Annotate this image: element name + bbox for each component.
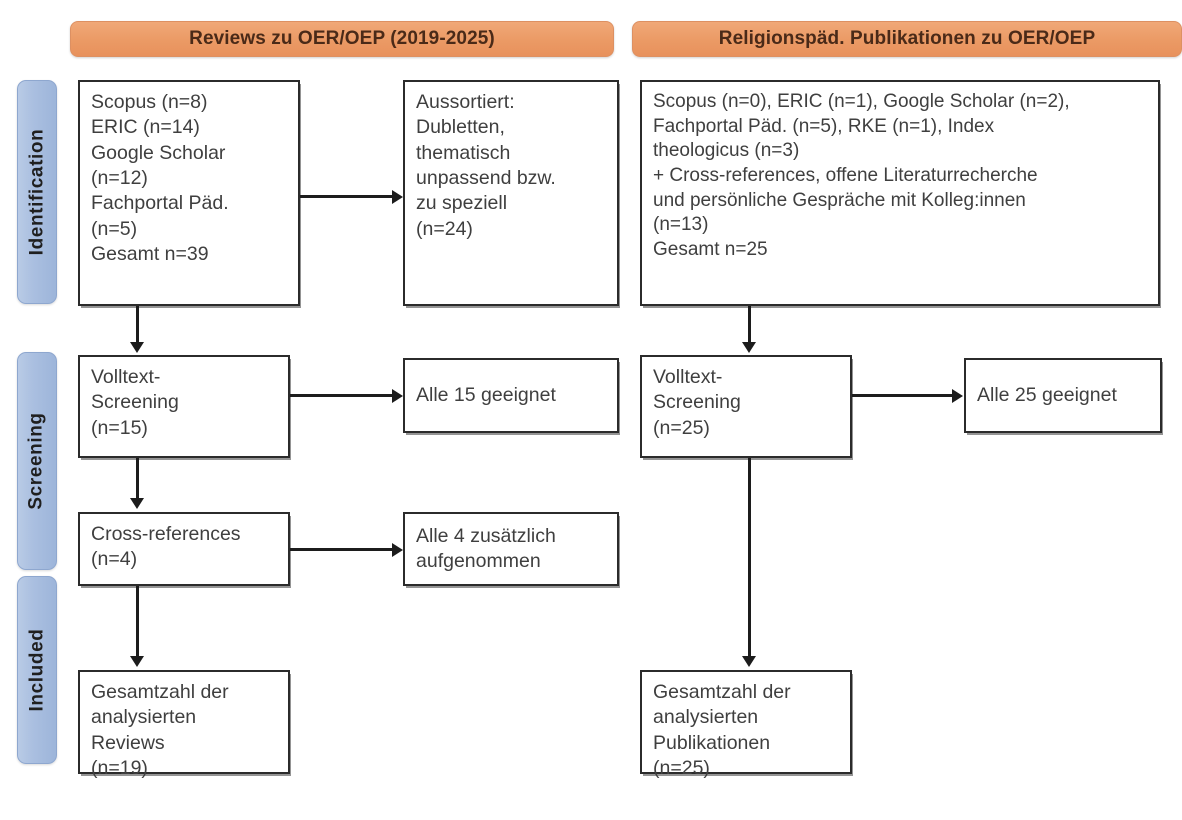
connector-left-screening-to-crossref bbox=[136, 458, 139, 500]
box-line: aufgenommen bbox=[416, 550, 541, 572]
box-line: Google Scholar bbox=[91, 141, 226, 164]
box-line: (n=19) bbox=[91, 757, 148, 780]
box-line: Fachportal Päd. (n=5), RKE (n=1), Index bbox=[653, 115, 995, 137]
box-line: ERIC (n=14) bbox=[91, 116, 200, 139]
connector-left-crossref-to-result bbox=[290, 548, 392, 551]
box-line: und persönliche Gespräche mit Kolleg:inn… bbox=[653, 189, 1026, 211]
arrowhead-left-crossref-to-result bbox=[392, 543, 403, 557]
arrowhead-right-screening-to-included bbox=[742, 656, 756, 667]
box-line: Alle 25 geeignet bbox=[977, 383, 1117, 406]
stage-pill-screening: Screening bbox=[17, 352, 57, 570]
box-left-crossref-result: Alle 4 zusätzlich aufgenommen bbox=[403, 512, 619, 586]
box-line: Volltext- bbox=[91, 366, 161, 388]
arrowhead-left-identification-to-screening bbox=[130, 342, 144, 353]
box-right-identification-sources: Scopus (n=0), ERIC (n=1), Google Scholar… bbox=[640, 80, 1160, 306]
box-line: (n=5) bbox=[91, 217, 138, 240]
box-line: Reviews bbox=[91, 731, 165, 754]
box-line: Gesamtzahl der bbox=[91, 681, 229, 703]
arrowhead-left-screening-to-result bbox=[392, 389, 403, 403]
box-line: Alle 15 geeignet bbox=[416, 383, 556, 406]
connector-left-identification-to-screening bbox=[136, 306, 139, 344]
box-line: Gesamtzahl der bbox=[653, 681, 791, 703]
stage-pill-included: Included bbox=[17, 576, 57, 764]
connector-left-screening-to-result bbox=[290, 394, 392, 397]
box-line: thematisch bbox=[416, 141, 511, 164]
arrowhead-right-identification-to-screening bbox=[742, 342, 756, 353]
box-line: (n=15) bbox=[91, 416, 148, 439]
arrowhead-left-sources-to-excluded bbox=[392, 190, 403, 204]
box-line: (n=25) bbox=[653, 416, 710, 439]
box-right-screening-result: Alle 25 geeignet bbox=[964, 358, 1162, 433]
connector-right-screening-to-result bbox=[852, 394, 952, 397]
box-line: Volltext- bbox=[653, 366, 723, 388]
connector-left-crossref-to-included bbox=[136, 586, 139, 658]
box-line: Aussortiert: bbox=[416, 91, 515, 113]
box-line: Gesamt n=25 bbox=[653, 239, 768, 261]
box-line: (n=25) bbox=[653, 757, 710, 780]
box-line: (n=24) bbox=[416, 217, 473, 240]
stage-pill-screening-label: Screening bbox=[26, 412, 48, 510]
column-header-reviews-label: Reviews zu OER/OEP (2019-2025) bbox=[189, 28, 495, 49]
arrowhead-left-crossref-to-included bbox=[130, 656, 144, 667]
box-line: Publikationen bbox=[653, 731, 771, 754]
box-line: + Cross-references, offene Literaturrech… bbox=[653, 165, 1038, 187]
box-line: unpassend bzw. bbox=[416, 167, 556, 190]
box-line: Scopus (n=8) bbox=[91, 91, 208, 113]
box-line: Screening bbox=[653, 391, 741, 414]
column-header-reviews: Reviews zu OER/OEP (2019-2025) bbox=[70, 21, 614, 57]
box-left-fulltext-screening: Volltext- Screening (n=15) bbox=[78, 355, 290, 458]
box-right-included: Gesamtzahl der analysierten Publikatione… bbox=[640, 670, 852, 779]
box-line: Cross-references bbox=[91, 523, 241, 545]
box-line: analysierten bbox=[91, 706, 197, 729]
arrowhead-left-screening-to-crossref bbox=[130, 498, 144, 509]
box-left-included: Gesamtzahl der analysierten Reviews (n=1… bbox=[78, 670, 290, 779]
box-line: theologicus (n=3) bbox=[653, 140, 800, 162]
connector-right-screening-to-included bbox=[748, 458, 751, 658]
box-left-excluded: Aussortiert: Dubletten, thematisch unpas… bbox=[403, 80, 619, 306]
connector-right-identification-to-screening bbox=[748, 306, 751, 344]
box-left-crossreferences: Cross-references (n=4) bbox=[78, 512, 290, 586]
box-line: Gesamt n=39 bbox=[91, 243, 209, 266]
box-line: (n=4) bbox=[91, 548, 138, 571]
column-header-religionspaed: Religionspäd. Publikationen zu OER/OEP bbox=[632, 21, 1182, 57]
box-line: (n=13) bbox=[653, 214, 709, 236]
box-line: analysierten bbox=[653, 706, 759, 729]
box-right-fulltext-screening: Volltext- Screening (n=25) bbox=[640, 355, 852, 458]
box-line: Scopus (n=0), ERIC (n=1), Google Scholar… bbox=[653, 91, 1070, 112]
box-line: Dubletten, bbox=[416, 116, 505, 139]
box-left-screening-result: Alle 15 geeignet bbox=[403, 358, 619, 433]
stage-pill-included-label: Included bbox=[26, 628, 48, 712]
stage-pill-identification: Identification bbox=[17, 80, 57, 304]
box-left-identification-sources: Scopus (n=8) ERIC (n=14) Google Scholar … bbox=[78, 80, 300, 306]
arrowhead-right-screening-to-result bbox=[952, 389, 963, 403]
connector-left-sources-to-excluded bbox=[300, 195, 392, 198]
box-line: Alle 4 zusätzlich bbox=[416, 524, 556, 547]
box-line: Screening bbox=[91, 391, 179, 414]
box-line: Fachportal Päd. bbox=[91, 192, 229, 215]
box-line: (n=12) bbox=[91, 167, 148, 190]
stage-pill-identification-label: Identification bbox=[26, 128, 47, 256]
box-line: zu speziell bbox=[416, 192, 508, 215]
column-header-religionspaed-label: Religionspäd. Publikationen zu OER/OEP bbox=[718, 28, 1096, 49]
